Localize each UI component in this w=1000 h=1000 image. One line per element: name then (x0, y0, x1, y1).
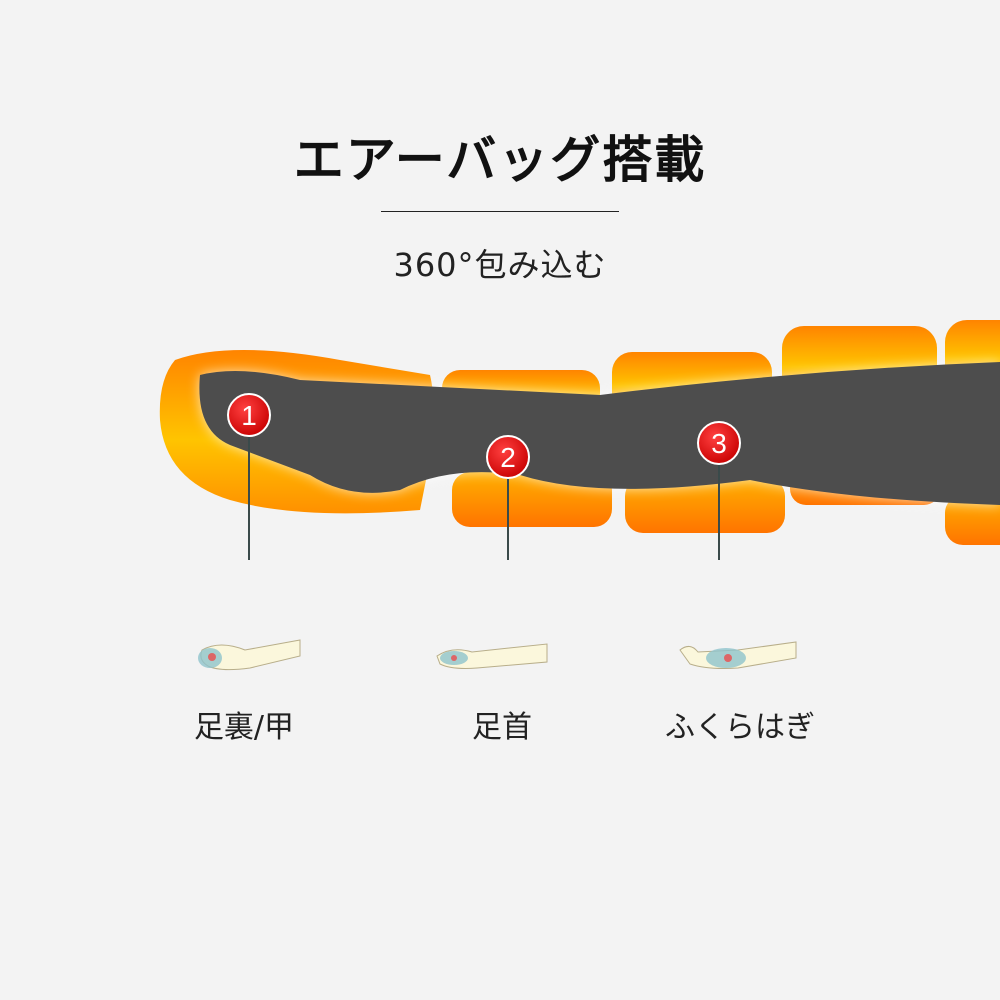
marker-1-number: 1 (241, 400, 257, 431)
marker-1: 1 (227, 393, 271, 437)
foot-sole-thumbnail (198, 639, 301, 671)
marker-3-number: 3 (711, 428, 727, 459)
leg-silhouette (199, 362, 1000, 505)
ankle-thumbnail (436, 643, 548, 669)
airbag-bottom-4 (945, 495, 1000, 545)
caption-ankle: 足首 (472, 710, 532, 745)
airbag-leg-illustration: 1 2 3 (159, 320, 1000, 560)
marker-2: 2 (486, 435, 530, 479)
caption-calf: ふくらはぎ (665, 710, 815, 745)
page-title: エアーバッグ搭載 (293, 131, 707, 189)
page-subtitle: 360°包み込む (393, 246, 607, 284)
calf-thumbnail (679, 641, 797, 669)
airbag-bottom-1 (452, 472, 612, 527)
airbag-bottom-2 (625, 478, 785, 533)
marker-2-number: 2 (500, 442, 516, 473)
marker-3: 3 (697, 421, 741, 465)
title-divider (381, 211, 619, 212)
caption-foot-sole: 足裏/甲 (193, 710, 295, 745)
